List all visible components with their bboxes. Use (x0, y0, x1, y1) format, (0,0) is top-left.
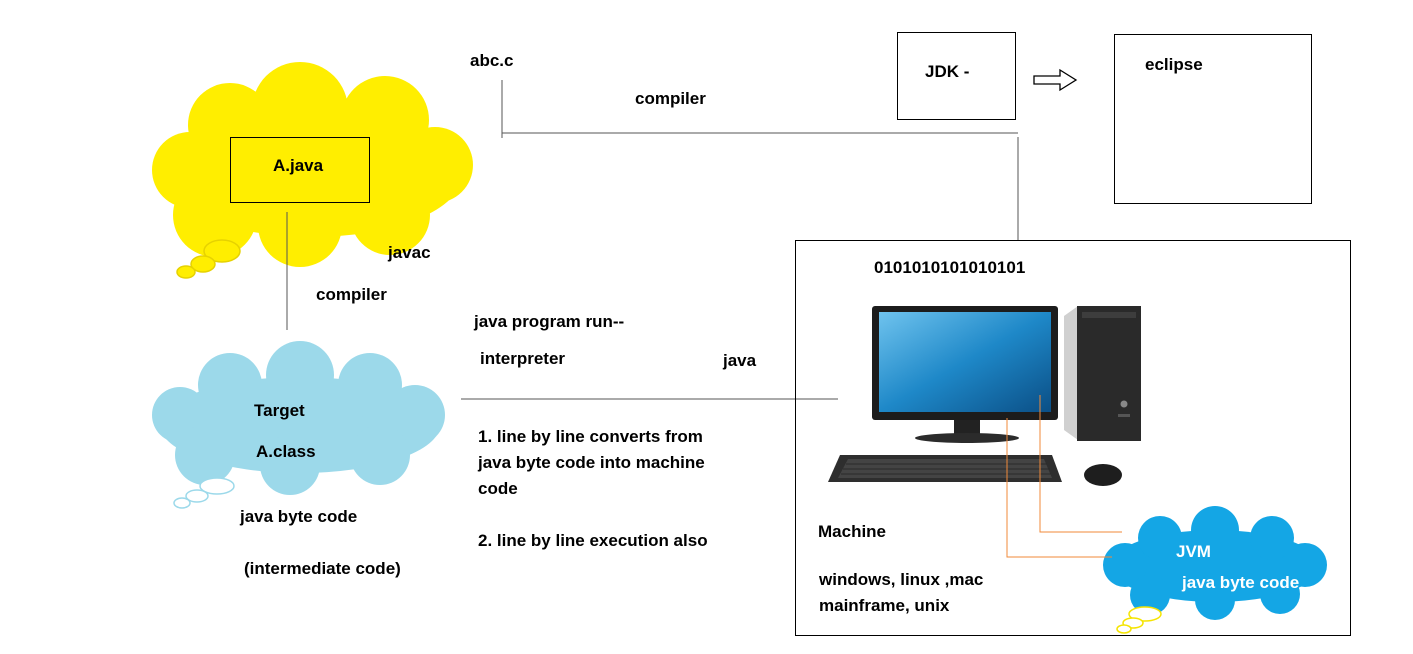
lightblue-thought-cloud (152, 341, 445, 495)
compiler-top-label: compiler (635, 89, 706, 108)
step1-line1: 1. line by line converts from (478, 427, 703, 446)
yellow-thought-bubbles (176, 239, 241, 279)
eclipse-label: eclipse (1145, 55, 1203, 74)
blue-thought-bubbles (1116, 606, 1162, 634)
pc-mouse (1084, 464, 1122, 486)
os-line2: mainframe, unix (819, 596, 950, 615)
a-java-label: A.java (273, 156, 324, 175)
step2-label: 2. line by line execution also (478, 531, 708, 550)
target-label: Target (254, 401, 305, 420)
javac-label: javac (388, 243, 431, 262)
binary-label: 0101010101010101 (874, 258, 1026, 277)
jdk-label: JDK - (925, 62, 970, 81)
jvm-byte-code-label: java byte code (1182, 573, 1300, 592)
intermediate-code-label: (intermediate code) (244, 559, 401, 578)
connector-lines (286, 80, 1019, 400)
step1-line3: code (478, 479, 518, 498)
blue-thought-cloud (1103, 506, 1327, 620)
os-line1: windows, linux ,mac (819, 570, 984, 589)
lightblue-thought-bubbles (173, 477, 235, 509)
pc-keyboard (828, 455, 1062, 482)
java-program-run-label: java program run-- (474, 312, 625, 331)
abc-c-label: abc.c (470, 51, 514, 70)
yellow-thought-cloud (152, 62, 473, 267)
computer-illustration (828, 306, 1141, 486)
pc-tower (1064, 306, 1141, 441)
orange-connector-lines (1006, 395, 1122, 558)
a-class-label: A.class (256, 442, 316, 461)
java-label: java (723, 351, 757, 370)
jvm-label: JVM (1176, 542, 1211, 561)
outline-arrow-icon (1033, 68, 1078, 92)
machine-label: Machine (818, 522, 887, 541)
interpreter-label: interpreter (480, 349, 566, 368)
step1-line2: java byte code into machine (478, 453, 705, 472)
eclipse-box (1114, 34, 1312, 204)
a-java-box (230, 137, 370, 203)
java-byte-code-label: java byte code (240, 507, 358, 526)
jdk-box (897, 32, 1016, 120)
machine-box (795, 240, 1351, 636)
compiler-left-label: compiler (316, 285, 387, 304)
pc-monitor (872, 306, 1058, 443)
